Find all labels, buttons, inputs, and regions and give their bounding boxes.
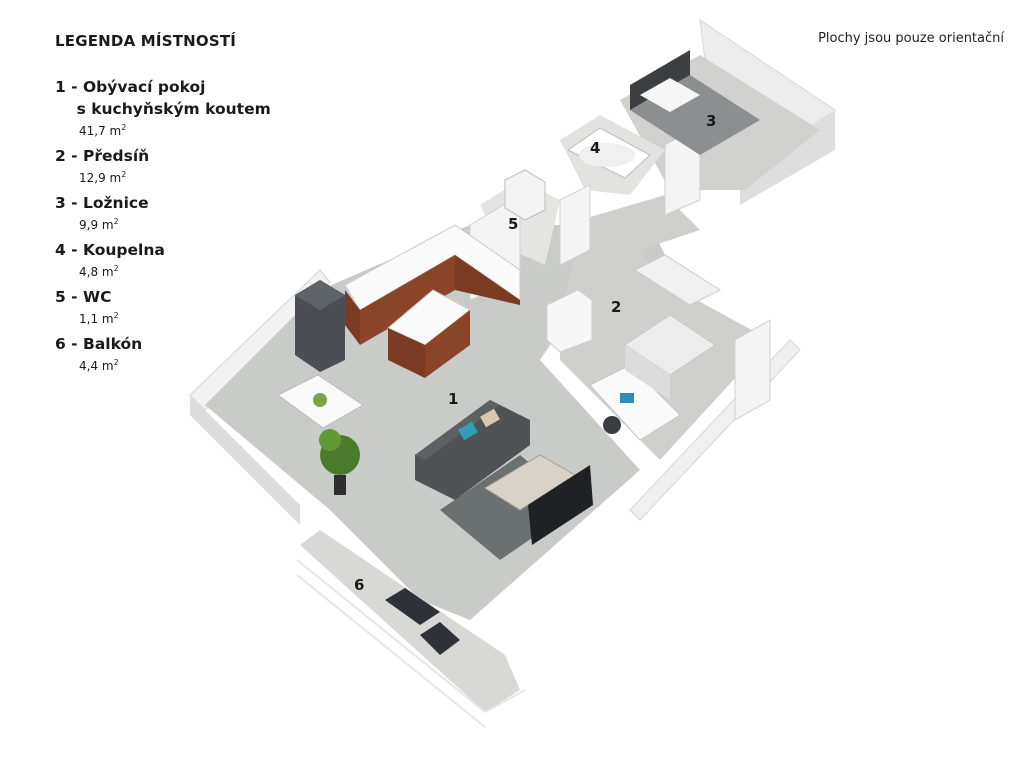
balcony-railing [296, 559, 526, 728]
legend-room-area: 41,7 m2 [55, 120, 315, 139]
legend-room-6: 6 - Balkón 4,4 m2 [55, 333, 315, 374]
fridge [295, 280, 345, 372]
area-unit-exponent: 2 [121, 123, 127, 132]
balcony-chairs [385, 588, 460, 655]
desk [589, 364, 681, 441]
label-room-3: 3 [706, 112, 716, 130]
legend-room-area: 1,1 m2 [55, 308, 315, 327]
legend-room-name: 4 - Koupelna [55, 241, 165, 259]
label-room-6: 6 [354, 576, 364, 594]
washing-machine [504, 169, 546, 221]
area-disclaimer: Plochy jsou pouze orientační [818, 31, 1004, 46]
hall-cabinets [546, 254, 722, 400]
area-value: 1,1 [79, 312, 99, 326]
legend-title: LEGENDA MÍSTNOSTÍ [55, 32, 237, 50]
room-legend: LEGENDA MÍSTNOSTÍ 1 - Obývací pokoj s ku… [55, 32, 315, 380]
area-unit: m [109, 171, 122, 185]
legend-room-area: 9,9 m2 [55, 214, 315, 233]
sofa [415, 400, 530, 500]
bed [630, 50, 760, 155]
area-unit-exponent: 2 [113, 264, 119, 273]
legend-room-name: 2 - Předsíň [55, 147, 150, 165]
area-unit: m [101, 359, 114, 373]
legend-room-1: 1 - Obývací pokoj s kuchyňským koutem 41,… [55, 76, 315, 139]
area-value: 9,9 [79, 218, 99, 232]
balcony-floor [300, 530, 520, 712]
legend-room-name: 6 - Balkón [55, 335, 143, 353]
legend-room-area: 12,9 m2 [55, 167, 315, 186]
legend-room-name: 3 - Ložnice [55, 194, 149, 212]
tv [528, 465, 593, 545]
legend-room-area: 4,4 m2 [55, 355, 315, 374]
label-room-5: 5 [508, 215, 518, 233]
dining-table [277, 374, 364, 429]
area-value: 4,4 [79, 359, 99, 373]
label-room-1: 1 [448, 390, 458, 408]
area-value: 4,8 [79, 265, 99, 279]
bathtub [567, 127, 651, 179]
legend-room-5: 5 - WC 1,1 m2 [55, 286, 315, 327]
legend-room-area: 4,8 m2 [55, 261, 315, 280]
area-unit: m [101, 265, 114, 279]
area-unit: m [101, 312, 114, 326]
label-room-2: 2 [611, 298, 621, 316]
kitchen-counter [344, 224, 521, 345]
legend-room-list: 1 - Obývací pokoj s kuchyňským koutem 41,… [55, 76, 315, 374]
area-unit: m [109, 124, 122, 138]
legend-room-name: 5 - WC [55, 288, 112, 306]
area-value: 41,7 [79, 124, 106, 138]
area-unit: m [101, 218, 114, 232]
legend-room-name: 1 - Obývací pokoj s kuchyňským koutem [55, 78, 271, 118]
legend-room-2: 2 - Předsíň 12,9 m2 [55, 145, 315, 186]
area-value: 12,9 [79, 171, 106, 185]
area-unit-exponent: 2 [121, 170, 127, 179]
label-room-4: 4 [590, 139, 600, 157]
plant [319, 429, 360, 495]
area-unit-exponent: 2 [113, 358, 119, 367]
legend-room-4: 4 - Koupelna 4,8 m2 [55, 239, 315, 280]
kitchen-island [387, 289, 471, 378]
legend-room-3: 3 - Ložnice 9,9 m2 [55, 192, 315, 233]
area-unit-exponent: 2 [113, 311, 119, 320]
area-unit-exponent: 2 [113, 217, 119, 226]
